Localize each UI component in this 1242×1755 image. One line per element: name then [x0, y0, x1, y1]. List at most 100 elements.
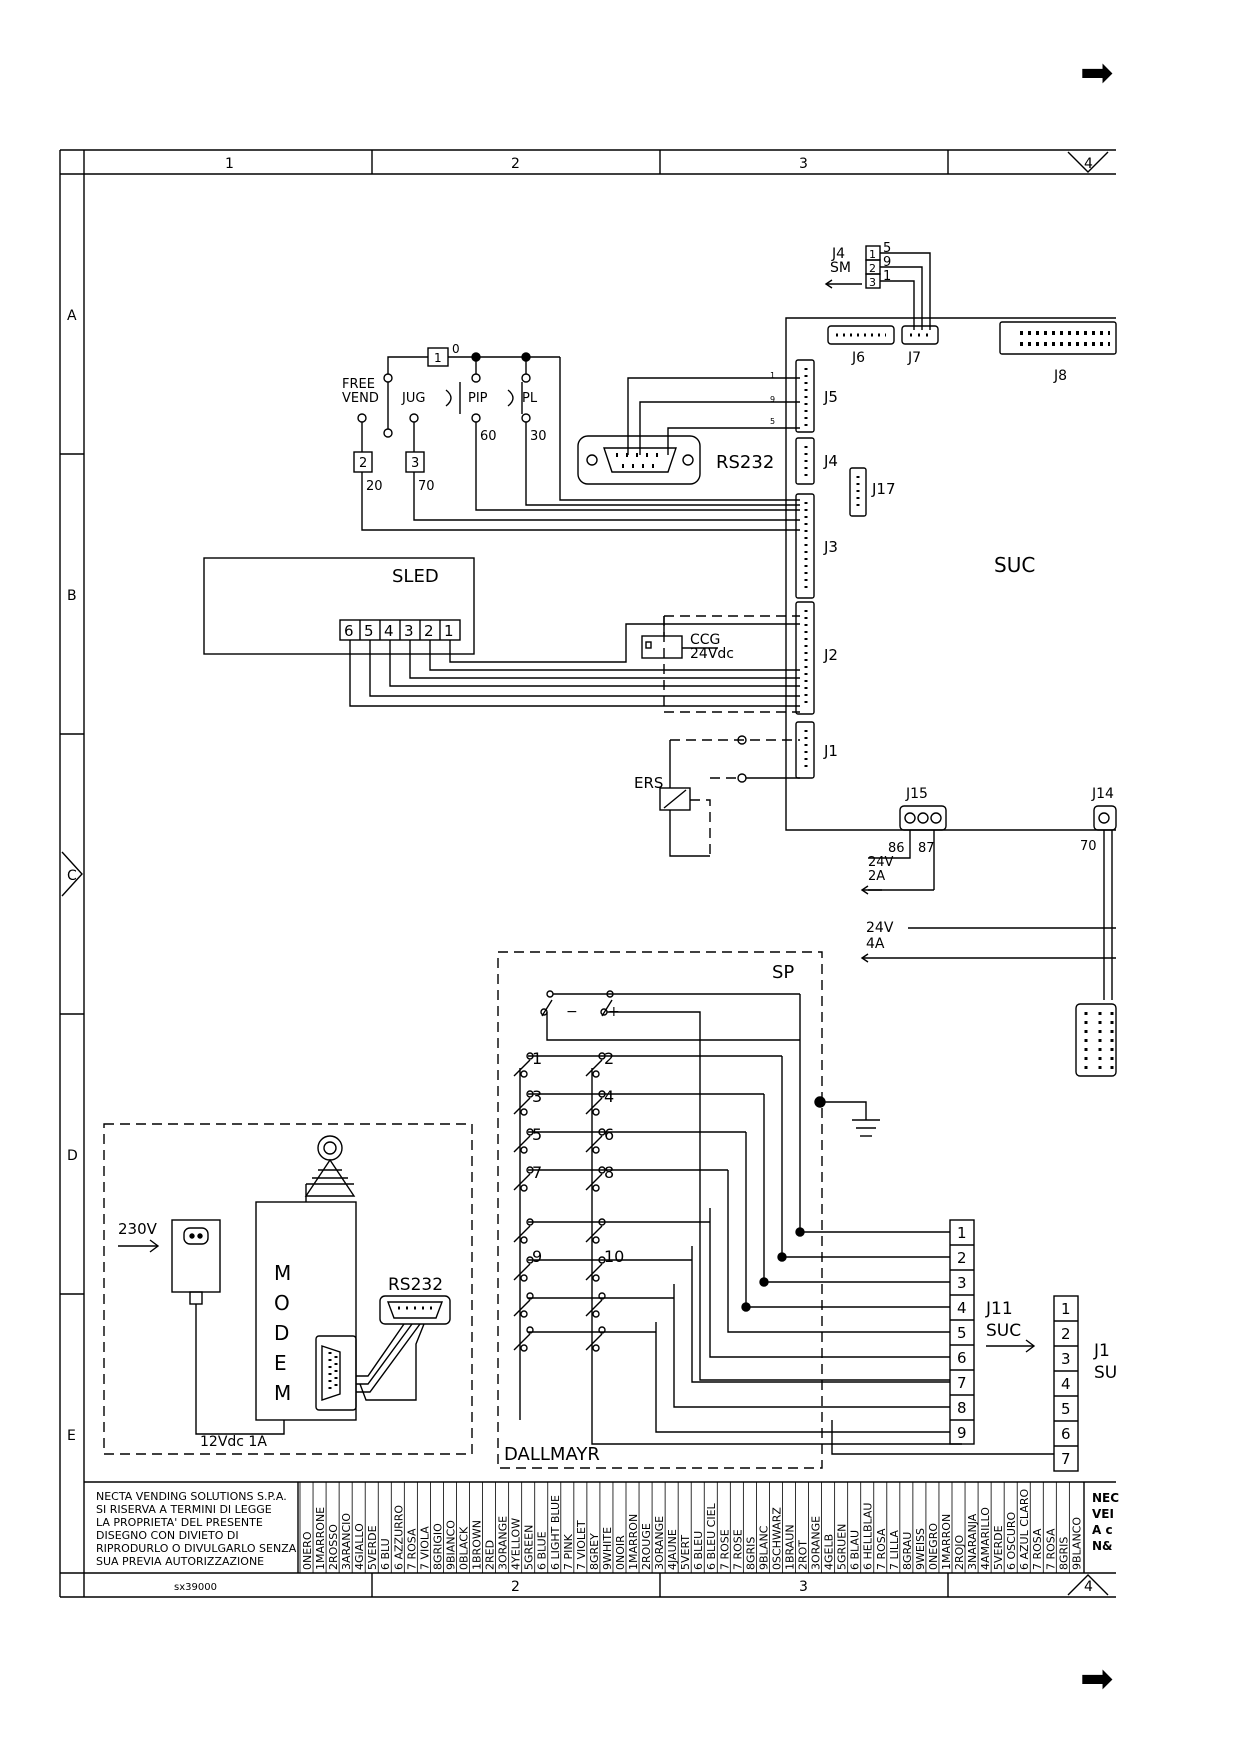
color-code-25: 1MARRON [627, 1514, 640, 1570]
j5-label: J5 [823, 388, 838, 406]
color-code-7: 6 AZZURRO [392, 1505, 405, 1570]
j11-pin-2: 2 [1061, 1325, 1071, 1343]
color-code-26: 2ROUGE [640, 1523, 653, 1570]
col-label-bottom-3: 3 [799, 1579, 808, 1595]
color-code-31: 6 BLEU CIEL [705, 1502, 718, 1570]
suc-label: SUC [994, 553, 1035, 577]
sp-minus-label: − [566, 1004, 578, 1020]
j11-pin-3: 3 [1061, 1350, 1071, 1368]
supply-24v-4a [860, 927, 1116, 963]
title-cut-3: A c [1092, 1523, 1113, 1537]
j15-pin-87: 87 [918, 841, 935, 856]
color-code-27: 3ORANGE [653, 1516, 666, 1570]
col-label-bottom-2: 2 [511, 1579, 520, 1595]
wire-70-label: 70 [418, 479, 435, 494]
company-line-5: RIPRODURLO O DIVULGARLO SENZA [96, 1542, 297, 1555]
sp-key-5: 5 [532, 1125, 542, 1144]
col-label-3: 3 [799, 156, 808, 172]
color-code-52: 4AMARILLO [979, 1507, 992, 1570]
color-code-30: 6 BLEU [692, 1531, 705, 1570]
sp-key-1: 1 [532, 1049, 542, 1068]
color-code-1: 1MARRONE [314, 1507, 327, 1570]
row-label-c: C [67, 868, 77, 884]
j2-connector [795, 601, 815, 715]
sp-terminal-4: 4 [957, 1299, 967, 1317]
j2-label: J2 [823, 646, 838, 664]
j4-label: J4 [823, 452, 838, 470]
j11-sub-label: SUC [986, 1321, 1021, 1341]
sp-title: SP [772, 962, 794, 983]
sp-key-2: 2 [604, 1049, 614, 1068]
j11-pin-4: 4 [1061, 1375, 1071, 1393]
next-page-arrow-icon: ➡ [1080, 50, 1114, 96]
j1-label: J1 [823, 742, 838, 760]
color-code-33: 7 ROSE [731, 1529, 744, 1570]
color-code-19: 6 LIGHT BLUE [549, 1495, 562, 1570]
j1x-label: J1 [1093, 1341, 1110, 1361]
j4-sm-sub: SM [830, 260, 851, 276]
j4-sm-wire-5: 5 [883, 241, 891, 256]
sp-terminal-2: 2 [957, 1249, 967, 1267]
pip-label: PIP [468, 391, 488, 406]
color-code-11: 9BIANCO [444, 1520, 457, 1570]
j3-connector [795, 493, 815, 599]
ccg-voltage: 24Vdc [690, 646, 734, 662]
j11-pin-6: 6 [1061, 1425, 1071, 1443]
modem-dashed-box [103, 1123, 473, 1455]
box-3-label: 3 [411, 456, 419, 471]
color-code-5: 5VERDE [366, 1525, 379, 1570]
j15-current: 2A [868, 869, 885, 884]
color-code-44: 7 ROSA [875, 1528, 888, 1570]
drawing-frame [59, 149, 1116, 1598]
sled-pin-3: 3 [404, 622, 414, 640]
color-code-56: 7 ROSA [1031, 1528, 1044, 1570]
j14-connector [1093, 805, 1117, 1000]
color-code-4: 4GIALLO [353, 1523, 366, 1570]
next-page-arrow-bottom-icon: ➡ [1080, 1656, 1114, 1702]
rs232-db9-connector [577, 377, 800, 485]
sled-pin-1: 1 [444, 622, 454, 640]
sp-keypad-switches [519, 990, 962, 1445]
supply-current: 4A [866, 936, 885, 952]
j4-sm-connector [824, 245, 931, 330]
sled-title: SLED [392, 566, 439, 587]
wire-30-label: 30 [530, 429, 547, 444]
j3-label: J3 [823, 538, 838, 556]
j1x-sub-label: SU [1094, 1363, 1117, 1383]
color-code-20: 7 PINK [562, 1533, 575, 1570]
color-code-41: 5GRUEN [836, 1524, 849, 1570]
j5-pin-9: 9 [770, 395, 775, 404]
color-code-45: 7 LILLA [888, 1530, 901, 1570]
j6-label: J6 [851, 350, 865, 366]
color-code-13: 1BROWN [471, 1520, 484, 1570]
j6-header [827, 325, 895, 345]
j8-label: J8 [1053, 368, 1067, 384]
color-code-12: 0BLACK [457, 1526, 470, 1570]
switch-block [353, 347, 800, 531]
color-code-24: 0NOIR [614, 1535, 627, 1570]
j5-pin-1: 1 [770, 371, 775, 380]
color-code-48: 0NEGRO [927, 1523, 940, 1570]
j5-connector [795, 359, 815, 433]
j11-pin-7: 7 [1061, 1450, 1071, 1468]
suc-board-outline [785, 317, 1116, 831]
sp-terminal-3: 3 [957, 1274, 967, 1292]
color-code-10: 8GRIGIO [431, 1523, 444, 1570]
j14-label: J14 [1091, 786, 1114, 802]
sp-terminal-9: 9 [957, 1424, 967, 1442]
color-code-22: 8GREY [588, 1533, 601, 1570]
col-label-2: 2 [511, 156, 520, 172]
title-cut-2: VEI [1092, 1507, 1114, 1521]
right-plug-connector [1075, 1003, 1117, 1077]
j1-connector [795, 721, 815, 779]
j7-label: J7 [907, 350, 921, 366]
sled-pin-5: 5 [364, 622, 374, 640]
color-code-47: 9WEISS [914, 1528, 927, 1570]
modem-letter-o: O [274, 1291, 290, 1315]
sp-terminal-1: 1 [957, 1224, 967, 1242]
sled-pin-6: 6 [344, 622, 354, 640]
color-code-8: 7 ROSA [405, 1528, 418, 1570]
row-label-e: E [67, 1428, 76, 1444]
j15-label: J15 [905, 786, 928, 802]
box-1-label: 1 [434, 351, 442, 365]
